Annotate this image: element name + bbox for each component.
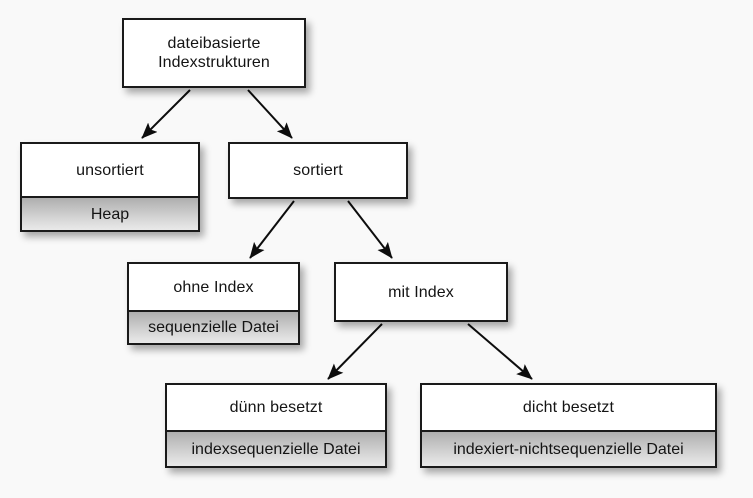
node-dicht-besetzt[interactable]: dicht besetzt indexiert-nichtsequenziell… (420, 383, 717, 468)
node-ohne-index-subtitle: sequenzielle Datei (129, 310, 298, 343)
edge-sortiert-to-mit-index (347, 200, 393, 259)
edge-mit-index-to-dicht (467, 323, 533, 380)
node-duenn-besetzt[interactable]: dünn besetzt indexsequenzielle Datei (165, 383, 387, 468)
node-root[interactable]: dateibasierte Indexstrukturen (122, 18, 306, 88)
edge-root-to-unsortiert (141, 89, 191, 139)
node-unsortiert-title: unsortiert (22, 144, 198, 196)
node-sortiert[interactable]: sortiert (228, 142, 408, 199)
edge-sortiert-to-ohne-index (249, 200, 295, 259)
node-sortiert-title: sortiert (230, 144, 406, 197)
node-mit-index-title: mit Index (336, 264, 506, 320)
node-mit-index[interactable]: mit Index (334, 262, 508, 322)
node-duenn-besetzt-title: dünn besetzt (167, 385, 385, 430)
node-ohne-index[interactable]: ohne Index sequenzielle Datei (127, 262, 300, 345)
node-unsortiert[interactable]: unsortiert Heap (20, 142, 200, 232)
node-unsortiert-subtitle: Heap (22, 196, 198, 230)
node-ohne-index-title: ohne Index (129, 264, 298, 310)
edge-mit-index-to-duenn (327, 323, 383, 380)
node-dicht-besetzt-title: dicht besetzt (422, 385, 715, 430)
node-dicht-besetzt-subtitle: indexiert-nichtsequenzielle Datei (422, 430, 715, 466)
node-duenn-besetzt-subtitle: indexsequenzielle Datei (167, 430, 385, 466)
node-root-title: dateibasierte Indexstrukturen (124, 20, 304, 86)
edge-root-to-sortiert (247, 89, 293, 139)
